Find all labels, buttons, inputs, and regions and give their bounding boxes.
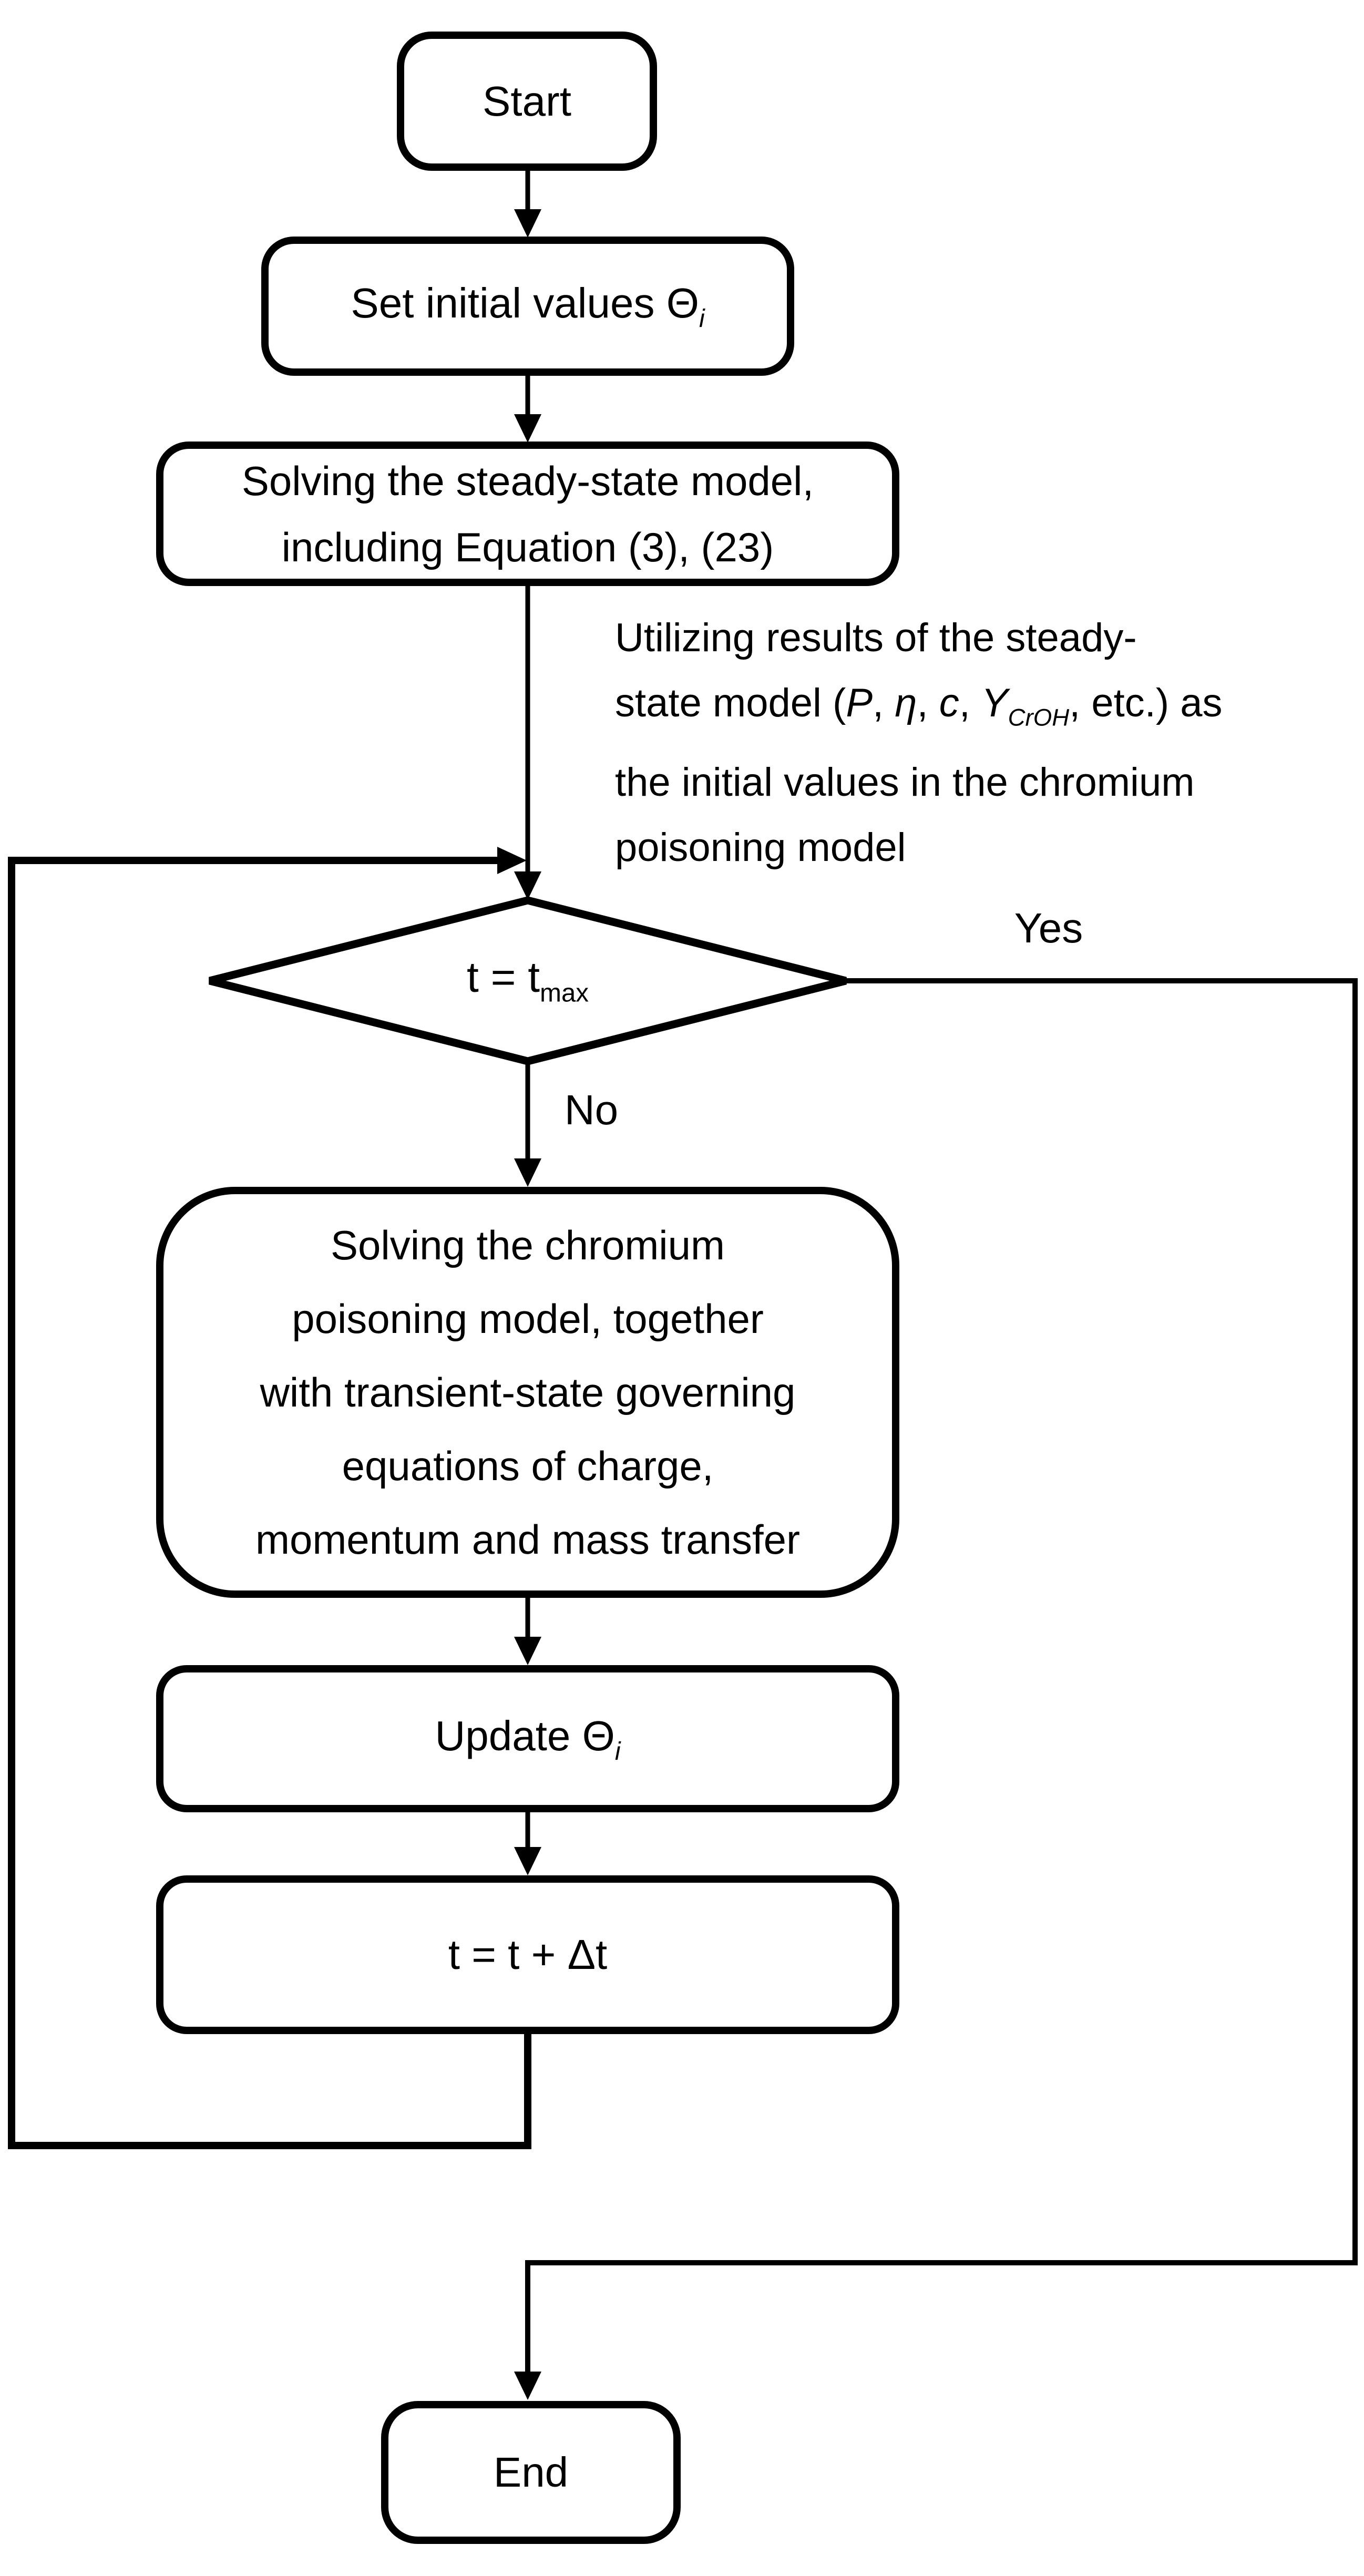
node-steady-state-model-label: Solving the steady-state model, including… [163, 448, 892, 580]
text-line: poisoning model [615, 825, 906, 870]
node-set-initial-values: Set initial values Θi [261, 237, 794, 376]
text-line: state model (P, η, c, YCrOH, etc.) as [615, 681, 1223, 731]
text-line: Utilizing results of the steady- [615, 615, 1137, 660]
text-line: momentum and mass transfer [255, 1516, 801, 1563]
node-set-initial-values-label: Set initial values Θi [269, 277, 787, 335]
arrowhead-decision-no [514, 1158, 541, 1187]
node-chromium-poisoning-model-label: Solving the chromium poisoning model, tog… [163, 1208, 892, 1576]
arrowhead-yes-to-end [514, 2372, 541, 2400]
text-line: Set initial values Θi [351, 280, 705, 333]
edge-label-no: No [564, 1086, 619, 1133]
text-line: including Equation (3), (23) [281, 524, 774, 570]
arrowhead-update-to-tinc [514, 1847, 541, 1875]
node-update-theta: Update Θi [156, 1665, 899, 1812]
text-line: t = tmax [467, 953, 589, 1008]
text-line: with transient-state governing [260, 1369, 796, 1415]
text-line: Update Θi [435, 1712, 621, 1766]
node-chromium-poisoning-model: Solving the chromium poisoning model, tog… [156, 1187, 899, 1598]
arrowhead-chromium-to-update [514, 1637, 541, 1665]
text-line: Solving the steady-state model, [241, 457, 814, 504]
node-end-label: End [493, 2449, 569, 2496]
text-line: Solving the chromium [331, 1222, 725, 1268]
node-time-increment-label: t = t + Δt [448, 1931, 608, 1978]
node-start: Start [397, 32, 657, 171]
edge-label-yes: Yes [1014, 905, 1083, 951]
text-line: the initial values in the chromium [615, 760, 1195, 805]
text-line: poisoning model, together [292, 1296, 764, 1342]
yes-path [525, 978, 1358, 2372]
node-update-theta-label: Update Θi [163, 1710, 892, 1768]
loop-back-path [8, 857, 531, 2149]
decision-diamond-shape [209, 896, 847, 1065]
text-line: equations of charge, [342, 1443, 714, 1489]
node-time-increment: t = t + Δt [156, 1875, 899, 2034]
arrowhead-loop-to-decision [497, 847, 527, 874]
node-end: End [381, 2401, 681, 2544]
annotation-steady-state-results: Utilizing results of the steady-state mo… [615, 605, 1364, 880]
node-decision-label: t = tmax [396, 941, 659, 1020]
arrowhead-set-to-steady [514, 414, 541, 443]
node-steady-state-model: Solving the steady-state model, including… [156, 442, 899, 586]
arrowhead-start-to-set [514, 209, 541, 238]
arrowhead-steady-to-decision [514, 871, 541, 900]
node-start-label: Start [483, 77, 571, 125]
